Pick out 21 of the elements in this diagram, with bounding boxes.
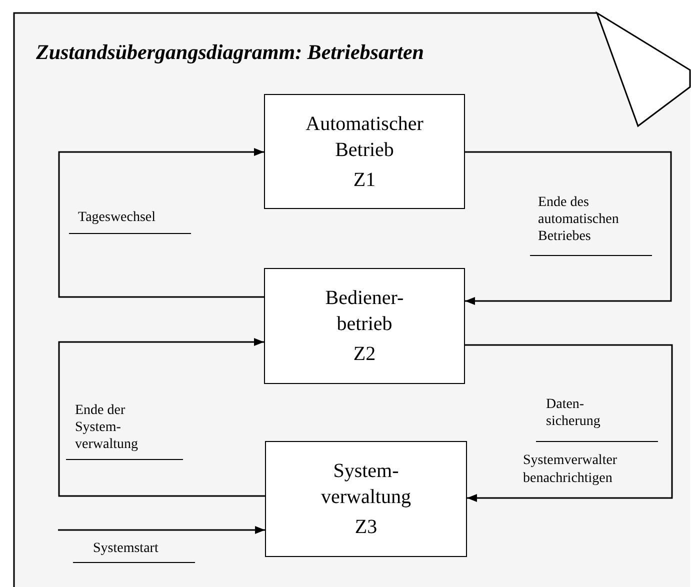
state-box [265,441,467,557]
state-box [264,268,465,384]
transition-label: Daten- sicherung [536,397,658,442]
arrow [465,151,672,305]
state-name: Automatischer Betrieb [304,112,424,162]
arrow [58,148,264,298]
state-id: Z3 [354,515,378,540]
transition-label: Ende der System- verwaltung [66,403,183,460]
arrow [58,338,265,497]
arrow [465,344,673,502]
diagram-title: Zustandsübergangsdiagramm: Betriebsarten [36,40,424,65]
action-label: Systemverwalter benachrichtigen [523,452,618,488]
arrow [58,526,265,534]
transition-label: Ende des automatischen Betriebes [530,195,652,256]
state-box [264,94,465,209]
state-name: System- verwaltung [320,459,412,510]
transition-label: Tageswechsel [69,210,191,234]
state-name: Bediener- betrieb [324,286,405,337]
state-id: Z2 [352,342,377,367]
state-id: Z1 [352,168,377,192]
transition-label: Systemstart [73,541,195,563]
